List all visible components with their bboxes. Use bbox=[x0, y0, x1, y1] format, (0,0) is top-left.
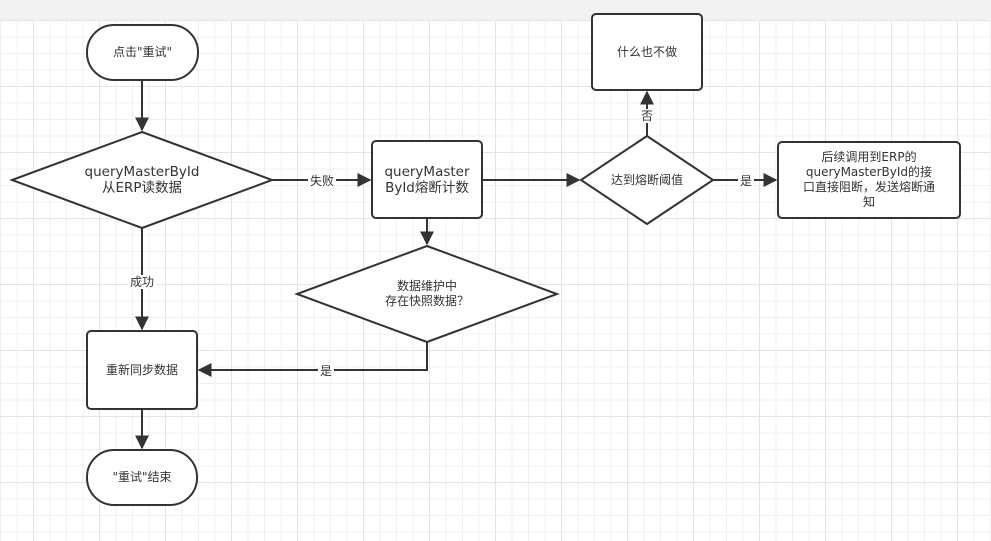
node-snapshot-decision[interactable] bbox=[294, 244, 560, 344]
edge-label-success: 成功 bbox=[127, 275, 157, 289]
edge-label-yes-snapshot: 是 bbox=[317, 364, 335, 378]
edge-label-fail: 失败 bbox=[307, 174, 337, 188]
node-threshold-decision[interactable] bbox=[579, 134, 715, 226]
edge-snapshot-to-resync[interactable] bbox=[197, 342, 428, 377]
edge-label-no: 否 bbox=[638, 109, 656, 123]
node-end-terminal[interactable] bbox=[86, 449, 198, 506]
node-count-process[interactable] bbox=[371, 140, 483, 219]
edge-label-yes-threshold: 是 bbox=[737, 174, 755, 188]
node-nothing-process[interactable] bbox=[591, 13, 703, 91]
node-block-process[interactable] bbox=[777, 141, 961, 219]
node-resync-process[interactable] bbox=[86, 330, 198, 410]
node-start-terminal[interactable] bbox=[86, 24, 199, 81]
node-query-decision[interactable] bbox=[9, 130, 275, 230]
